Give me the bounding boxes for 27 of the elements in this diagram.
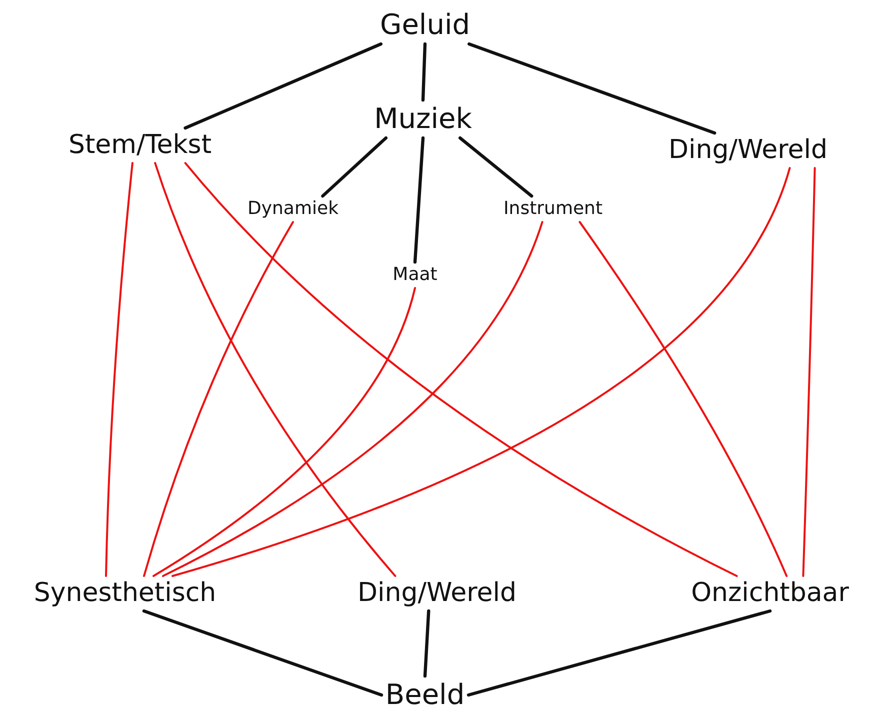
node-label: Muziek [370,100,476,138]
connector-line [184,42,382,130]
node-label: Ding/Wereld [664,133,832,168]
connector-line [162,221,544,577]
connector-line [421,42,427,102]
node-label: Maat [388,262,442,288]
node-label: Geluid [376,6,474,44]
connector-line [423,609,430,678]
connector-line [154,162,396,577]
node-label: Synesthetisch [30,576,220,612]
node-label: Onzichtbaar [687,576,853,612]
connector-line [466,609,772,697]
connector-line [578,221,788,577]
connector-line [105,162,134,577]
connector-line [152,287,416,577]
node-label: Ding/Wereld [354,576,520,612]
node-label: Beeld [381,676,469,714]
connector-line [458,136,534,198]
connector-line [142,609,384,697]
node-label: Instrument [499,196,607,222]
node-label: Stem/Tekst [64,128,216,164]
connector-line [802,167,816,577]
connector-line [468,42,716,135]
connector-line [413,136,425,264]
connector-line [143,221,294,577]
connector-line [321,136,388,198]
node-label: Dynamiek [244,196,342,222]
